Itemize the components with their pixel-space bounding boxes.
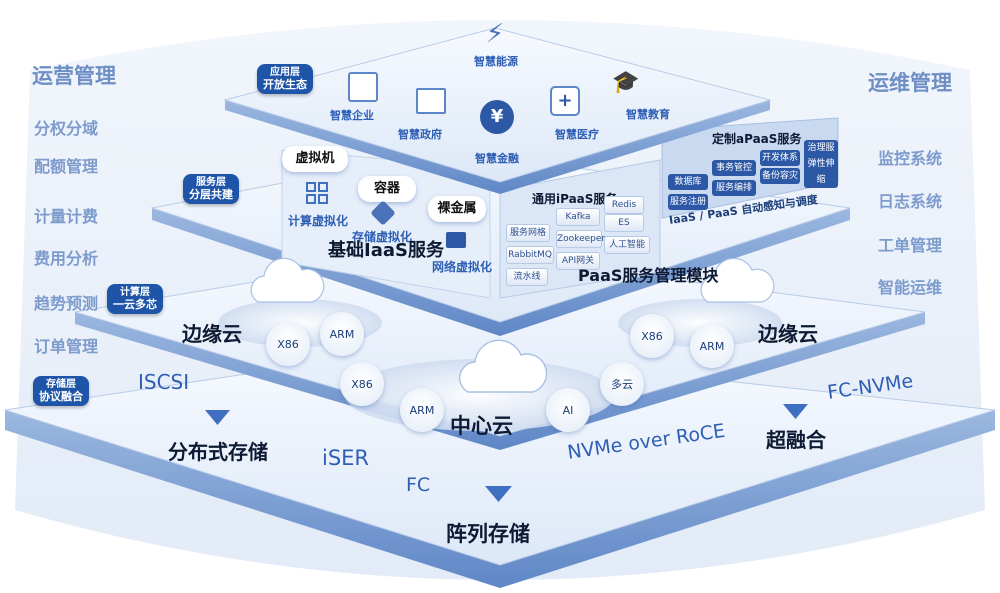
container-tab: 容器 xyxy=(358,176,416,202)
ipaas-chip: API网关 xyxy=(556,252,600,270)
grid-icon xyxy=(306,182,328,204)
ipaas-title: 通用iPaaS服务 xyxy=(532,192,618,206)
edge-left-chip: X86 xyxy=(266,322,310,366)
protocol-label: ISCSI xyxy=(138,370,190,394)
ipaas-chip: Redis xyxy=(604,196,644,214)
ops-item: 分权分域 xyxy=(34,119,99,138)
compute-virt-label: 计算虚拟化 xyxy=(288,214,349,228)
center-chip: ARM xyxy=(400,388,444,432)
ipaas-chip: 人工智能 xyxy=(604,236,650,254)
graduation-cap-icon: 🎓 xyxy=(612,70,640,95)
building-icon xyxy=(348,72,378,102)
center-chip: X86 xyxy=(340,362,384,406)
tag-line1: 服务层 xyxy=(196,177,226,188)
maint-item: 工单管理 xyxy=(878,236,943,255)
center-cloud-label: 中心云 xyxy=(450,414,513,438)
edge-cloud-left-label: 边缘云 xyxy=(182,322,242,346)
apaas-title: 定制aPaaS服务 xyxy=(712,132,802,146)
edge-right-chip: ARM xyxy=(690,324,734,368)
ops-item: 趋势预测 xyxy=(34,294,99,313)
network-virt-label: 网络虚拟化 xyxy=(432,260,493,274)
maint-item: 智能运维 xyxy=(878,278,943,297)
apaas-chip: 数据库 xyxy=(668,174,708,190)
edge-cloud-right-label: 边缘云 xyxy=(758,322,818,346)
app-item: 智慧教育 xyxy=(626,108,670,121)
storage-layer-tag: 存储层 协议融合 xyxy=(33,376,89,406)
ops-item: 配额管理 xyxy=(34,157,99,176)
app-item: 智慧医疗 xyxy=(555,128,599,141)
apaas-chip: 服务注册 xyxy=(668,194,708,210)
apaas-chip: 事务管控 xyxy=(712,160,756,176)
protocol-label: FC xyxy=(406,474,431,496)
app-item: 智慧能源 xyxy=(474,55,518,68)
cloud-icon xyxy=(700,257,775,303)
distributed-storage-label: 分布式存储 xyxy=(168,440,268,464)
center-chip: 多云 xyxy=(600,362,644,406)
power-tower-icon: ⚡ xyxy=(485,19,505,49)
edge-right-chip: X86 xyxy=(630,314,674,358)
government-icon xyxy=(416,88,446,114)
ipaas-chip: ES xyxy=(604,214,644,232)
yuan-icon: ¥ xyxy=(480,100,514,134)
network-icon xyxy=(446,232,466,248)
app-item: 智慧政府 xyxy=(398,128,442,141)
app-item: 智慧企业 xyxy=(330,109,374,122)
cloud-icon xyxy=(459,339,548,393)
tag-line2: 开放生态 xyxy=(263,78,307,91)
array-storage-label: 阵列存储 xyxy=(446,522,530,546)
ops-item: 订单管理 xyxy=(34,337,99,356)
apaas-chip: 备份容灾 xyxy=(760,168,800,184)
ipaas-chip: Zookeeper xyxy=(556,230,605,248)
apaas-chip: 服务编排 xyxy=(712,180,756,196)
tag-line2: 一云多芯 xyxy=(113,298,157,311)
tag-line2: 协议融合 xyxy=(39,390,83,403)
ipaas-chip: Kafka xyxy=(556,208,600,226)
edge-left-chip: ARM xyxy=(320,312,364,356)
iaas-title: 基础IaaS服务 xyxy=(328,240,444,261)
app-layer-tag: 应用层 开放生态 xyxy=(257,64,313,94)
ipaas-chip: 流水线 xyxy=(506,268,548,286)
maint-item: 日志系统 xyxy=(878,192,943,211)
ops-management-title: 运营管理 xyxy=(32,64,116,88)
apaas-chip: 弹性伸缩 xyxy=(804,156,838,188)
center-chip: AI xyxy=(546,388,590,432)
triangle-icon xyxy=(485,486,512,502)
maint-management-title: 运维管理 xyxy=(868,71,952,95)
tag-line2: 分层共建 xyxy=(189,188,233,201)
baremetal-tab: 裸金属 xyxy=(428,196,486,222)
maint-item: 监控系统 xyxy=(878,149,943,168)
ops-item: 费用分析 xyxy=(34,249,99,268)
ipaas-chip: 服务网格 xyxy=(506,224,550,242)
cloud-icon xyxy=(250,257,325,303)
tag-line1: 计算层 xyxy=(120,287,150,298)
tag-line1: 存储层 xyxy=(46,379,76,390)
hyperconverged-label: 超融合 xyxy=(766,428,826,452)
storage-virt-label: 存储虚拟化 xyxy=(352,230,413,244)
paas-mgmt-title: PaaS服务管理模块 xyxy=(578,266,719,285)
vm-tab: 虚拟机 xyxy=(282,146,348,172)
compute-layer-tag: 计算层 一云多芯 xyxy=(107,284,163,314)
ops-item: 计量计费 xyxy=(34,207,99,226)
protocol-label: iSER xyxy=(322,446,370,470)
apaas-chip: 开发体系 xyxy=(760,150,800,166)
ipaas-chip: RabbitMQ xyxy=(506,246,554,264)
triangle-icon xyxy=(783,404,808,419)
service-layer-tag: 服务层 分层共建 xyxy=(183,174,239,204)
medical-icon: + xyxy=(550,86,580,116)
app-item: 智慧金融 xyxy=(475,152,519,165)
tag-line1: 应用层 xyxy=(270,67,300,78)
triangle-icon xyxy=(205,410,230,425)
